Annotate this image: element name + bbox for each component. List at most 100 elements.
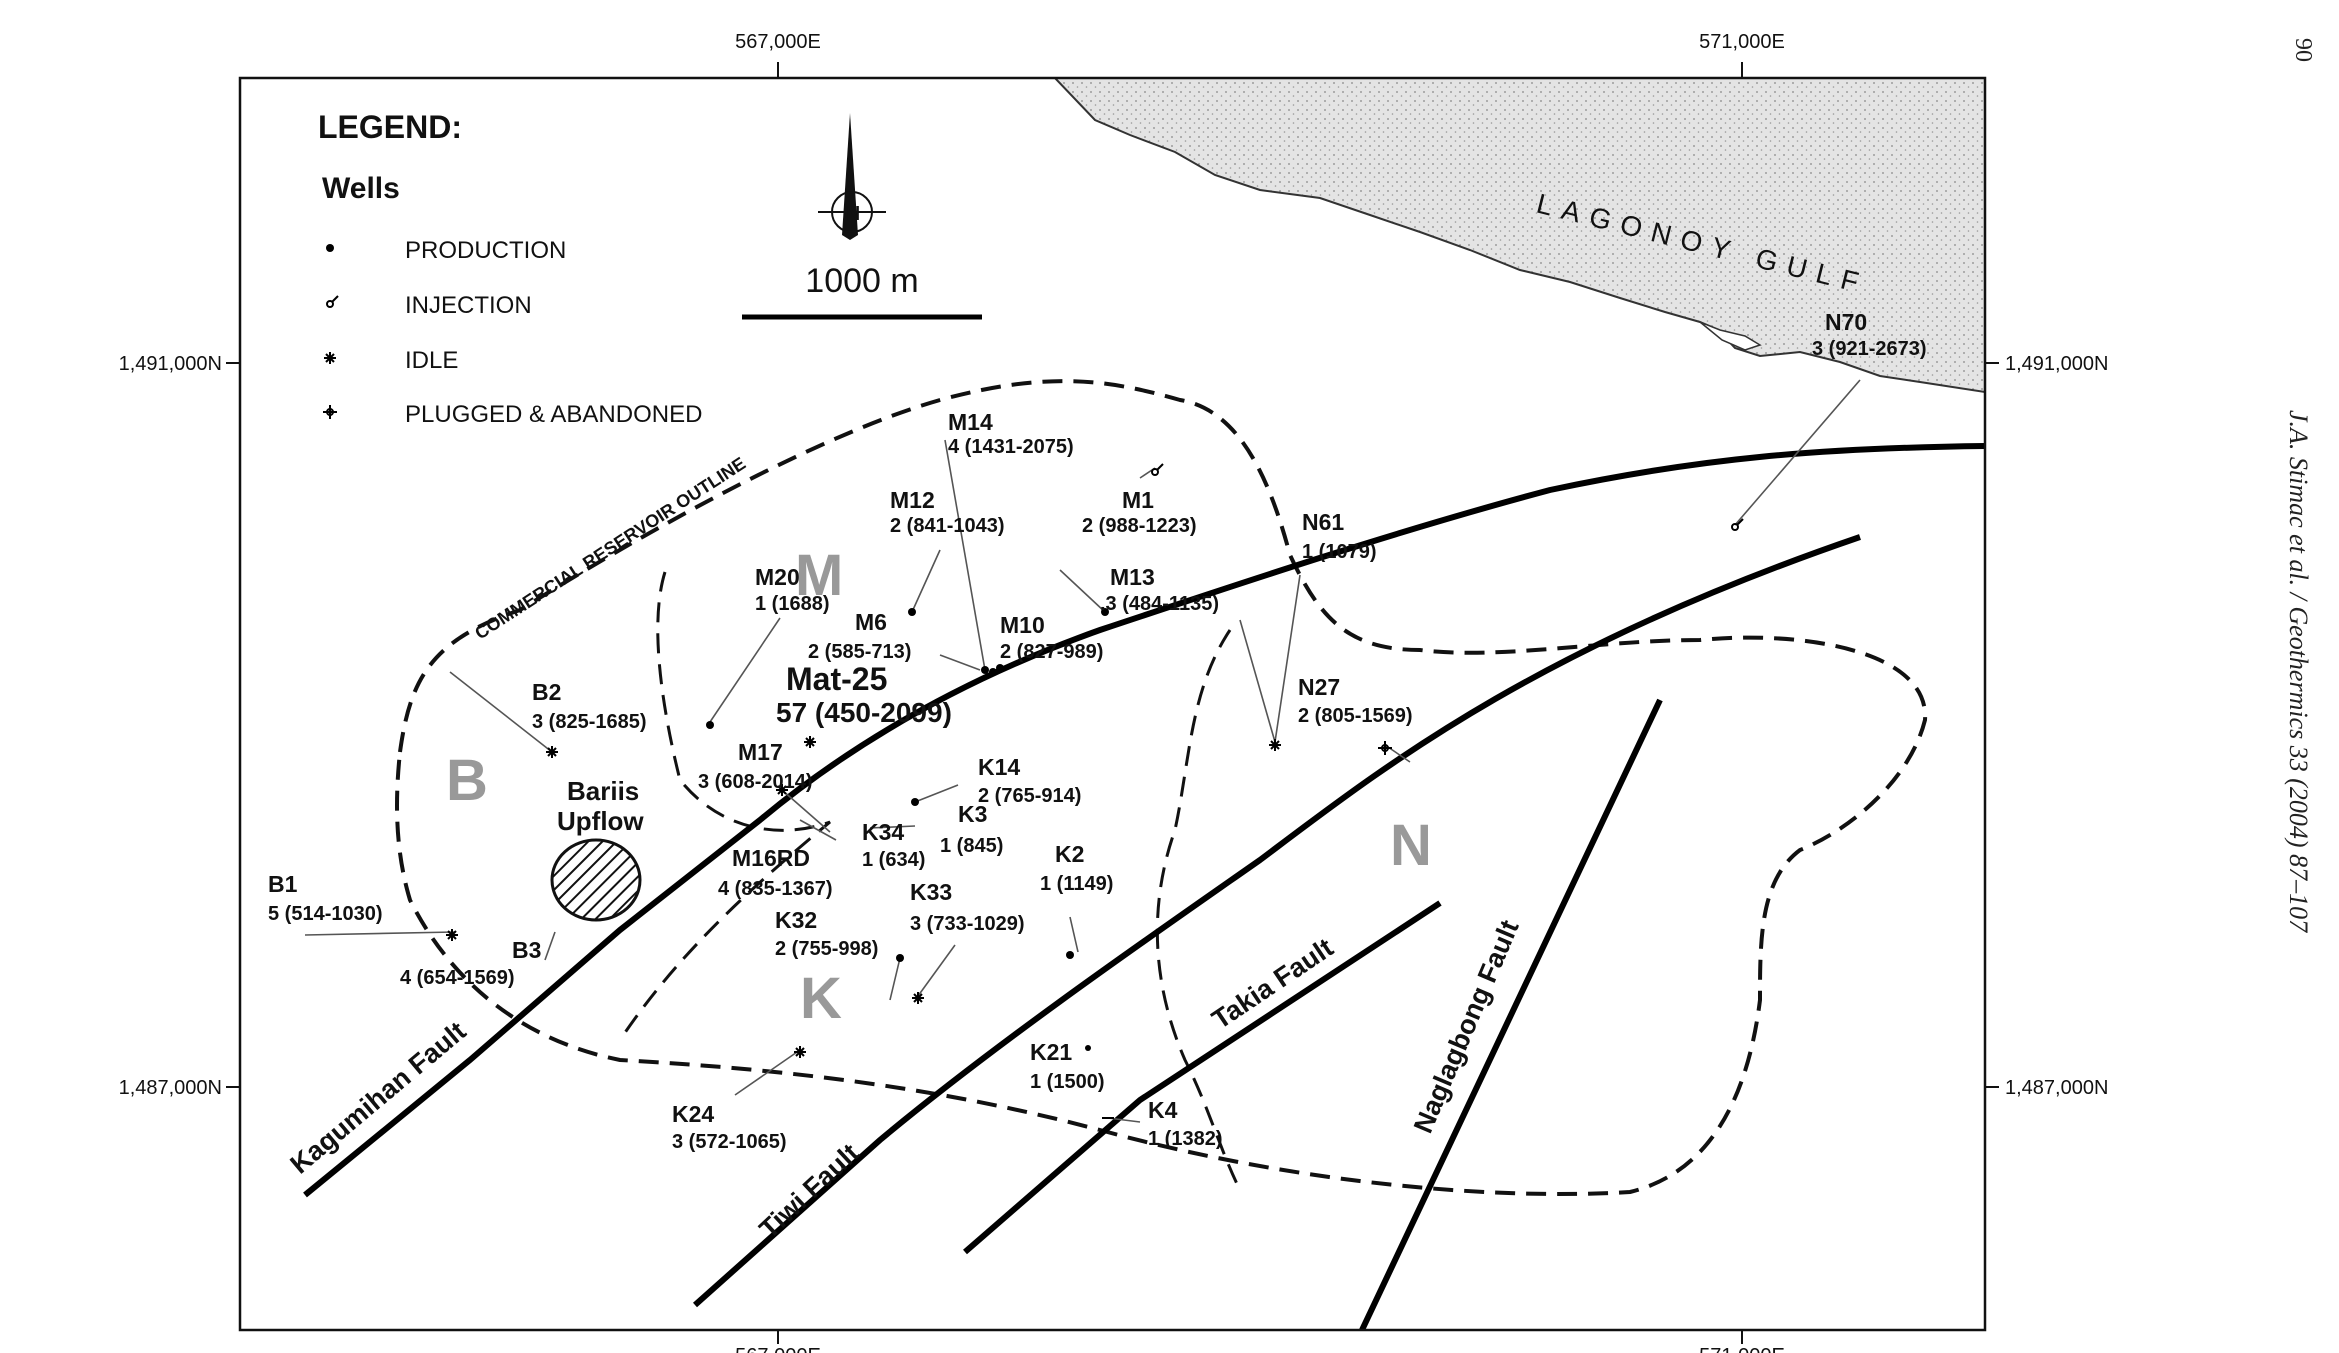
well-name-m16rd: M16RD	[732, 845, 810, 871]
coord-left-lower: 1,487,000N	[119, 1077, 222, 1099]
well-info-k4: 1 (1382)	[1148, 1128, 1223, 1150]
coord-left-upper: 1,491,000N	[119, 353, 222, 375]
well-name-b1: B1	[268, 871, 298, 897]
legend: LEGEND: Wells PRODUCTION INJECTION IDLE …	[318, 109, 702, 428]
well-name-m6: M6	[855, 609, 887, 635]
well-name-k34: K34	[862, 819, 904, 845]
well-info-m10: 2 (827-989)	[1000, 641, 1103, 663]
well-name-m12: M12	[890, 487, 935, 513]
coord-top-left: 567,000E	[735, 31, 821, 53]
journal-reference: J.A. Stimac et al. / Geothermics 33 (200…	[2284, 410, 2313, 933]
well-info-m16rd: 4 (835-1367)	[718, 878, 833, 900]
upflow-label-2: Upflow	[557, 806, 644, 836]
injection-well-symbols	[1151, 463, 1744, 531]
north-arrow-icon	[842, 113, 858, 240]
well-name-k24: K24	[672, 1101, 714, 1127]
reservoir-outline	[395, 379, 1928, 1197]
legend-title: LEGEND:	[318, 109, 462, 145]
well-name-k4: K4	[1148, 1097, 1178, 1123]
naglagbong-fault-line	[1359, 698, 1663, 1330]
frame-ticks	[226, 62, 1999, 1344]
legend-item-idle: IDLE	[405, 347, 458, 374]
takia-fault-line	[963, 900, 1442, 1255]
well-info-b1: 5 (514-1030)	[268, 903, 383, 925]
coord-right-upper: 1,491,000N	[2005, 353, 2108, 375]
well-info-k24: 3 (572-1065)	[672, 1131, 787, 1153]
coord-bottom-right: 571,000E	[1699, 1345, 1785, 1353]
sector-letter-b: B	[446, 748, 488, 813]
well-name-m14: M14	[948, 409, 993, 435]
mat25-info: 57 (450-2099)	[776, 697, 952, 728]
well-info-k3: 1 (845)	[940, 835, 1003, 857]
well-info-k33: 3 (733-1029)	[910, 913, 1025, 935]
well-name-k2: K2	[1055, 841, 1084, 867]
kagumihan-fault-label: Kagumihan Fault	[285, 1016, 472, 1180]
sector-boundary-mk	[618, 571, 831, 1041]
well-info-m20: 1 (1688)	[755, 593, 830, 615]
well-name-b2: B2	[532, 679, 561, 705]
mat25-name: Mat-25	[786, 661, 887, 697]
well-info-m1: 2 (988-1223)	[1082, 515, 1197, 537]
kagumihan-fault-line	[303, 443, 1985, 1198]
well-info-k34: 1 (634)	[862, 849, 925, 871]
well-name-k32: K32	[775, 907, 817, 933]
coord-bottom-left: 567,000E	[735, 1345, 821, 1353]
sector-letter-k: K	[800, 966, 842, 1031]
well-info-m12: 2 (841-1043)	[890, 515, 1005, 537]
well-name-k14: K14	[978, 754, 1020, 780]
well-info-b3: 4 (654-1569)	[400, 967, 515, 989]
well-tracks	[304, 379, 1861, 1123]
north-arrow: N	[818, 113, 886, 240]
idle-well-symbols	[446, 736, 1281, 1058]
scale-bar-label: 1000 m	[805, 262, 918, 300]
well-name-m1: M1	[1122, 487, 1154, 513]
well-info-m6: 2 (585-713)	[808, 641, 911, 663]
legend-item-production: PRODUCTION	[405, 237, 566, 264]
well-name-m13: M13	[1110, 564, 1155, 590]
north-letter: N	[846, 203, 860, 225]
lagonoy-gulf-sea	[1053, 78, 1985, 394]
well-info-k21: 1 (1500)	[1030, 1071, 1105, 1093]
well-name-b3: B3	[512, 937, 541, 963]
well-name-k33: K33	[910, 879, 952, 905]
well-info-n70: 3 (921-2673)	[1812, 338, 1927, 360]
injection-legend-icon	[326, 295, 339, 308]
well-name-k21: K21	[1030, 1039, 1072, 1065]
well-name-m10: M10	[1000, 612, 1045, 638]
gulf-inlet	[1699, 321, 1762, 351]
well-name-n27: N27	[1298, 674, 1340, 700]
well-info-n61: 1 (1079)	[1302, 541, 1377, 563]
idle-legend-icon	[324, 352, 336, 364]
plugged-legend-icon	[323, 405, 337, 419]
legend-item-injection: INJECTION	[405, 292, 532, 319]
legend-item-plugged: PLUGGED & ABANDONED	[405, 401, 702, 428]
reservoir-outline-label: COMMERCIAL RESERVOIR OUTLINE	[471, 453, 749, 643]
well-info-m17: 3 (608-2014)	[698, 771, 813, 793]
well-name-n70: N70	[1825, 309, 1867, 335]
well-name-k3: K3	[958, 801, 987, 827]
well-info-b2: 3 (825-1685)	[532, 711, 647, 733]
bariis-upflow-zone	[550, 838, 642, 922]
well-info-k32: 2 (755-998)	[775, 938, 878, 960]
sector-boundary-kn	[1155, 629, 1242, 1191]
tiwi-fault-label: Tiwi Fault	[754, 1138, 865, 1245]
well-info-n27: 2 (805-1569)	[1298, 705, 1413, 727]
page-number: 90	[2290, 38, 2316, 62]
production-well-symbols	[706, 608, 1109, 1051]
sector-letter-m: M	[795, 543, 843, 608]
coord-right-lower: 1,487,000N	[2005, 1077, 2108, 1099]
well-info-m13: .3 (484-1135)	[1100, 593, 1219, 615]
well-name-m20: M20	[755, 564, 800, 590]
tiwi-fault-line	[693, 534, 1861, 1308]
well-labels: M14 4 (1431-2075) M12 2 (841-1043) M1 2 …	[268, 309, 1927, 1153]
upflow-label-1: Bariis	[567, 776, 639, 806]
production-legend-icon	[326, 244, 334, 252]
well-name-m17: M17	[738, 739, 783, 765]
sector-letter-n: N	[1390, 813, 1432, 878]
map-frame	[238, 76, 1987, 1332]
coord-top-right: 571,000E	[1699, 31, 1785, 53]
well-info-k2: 1 (1149)	[1040, 873, 1113, 895]
well-info-k14: 2 (765-914)	[978, 785, 1081, 807]
plugged-well-symbols	[1102, 741, 1392, 1119]
